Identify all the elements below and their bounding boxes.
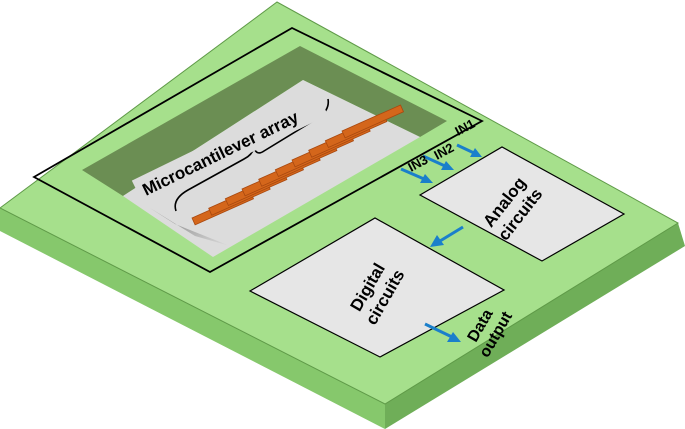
- arrow-analog-to-digital-head: [430, 235, 444, 247]
- arrow-in1: [456, 143, 475, 155]
- arrow-in3: [400, 167, 425, 181]
- arrow-in2: [422, 154, 446, 168]
- microcantilever-array: [191, 104, 405, 226]
- arrow-in3-head: [420, 174, 433, 183]
- digital-circuits-box: [248, 217, 506, 358]
- arrow-in2-head: [441, 161, 454, 170]
- cantilever-beam: [341, 104, 405, 139]
- chip-side-front: [0, 208, 385, 429]
- sensor-region-outline: [32, 26, 484, 274]
- arrow-data-output: [424, 322, 453, 339]
- arrow-analog-to-digital: [439, 225, 464, 243]
- cavity-floor: [123, 80, 420, 257]
- array-label-bg: [131, 90, 328, 205]
- arrow-in1-head: [470, 148, 482, 157]
- arrow-data-output-head: [447, 332, 461, 342]
- analog-circuits-box: [418, 146, 626, 262]
- cavity-wall-back: [82, 46, 447, 196]
- arrows: [400, 143, 482, 342]
- chip-side-right: [385, 223, 685, 429]
- chip-top-surface: [0, 1, 679, 405]
